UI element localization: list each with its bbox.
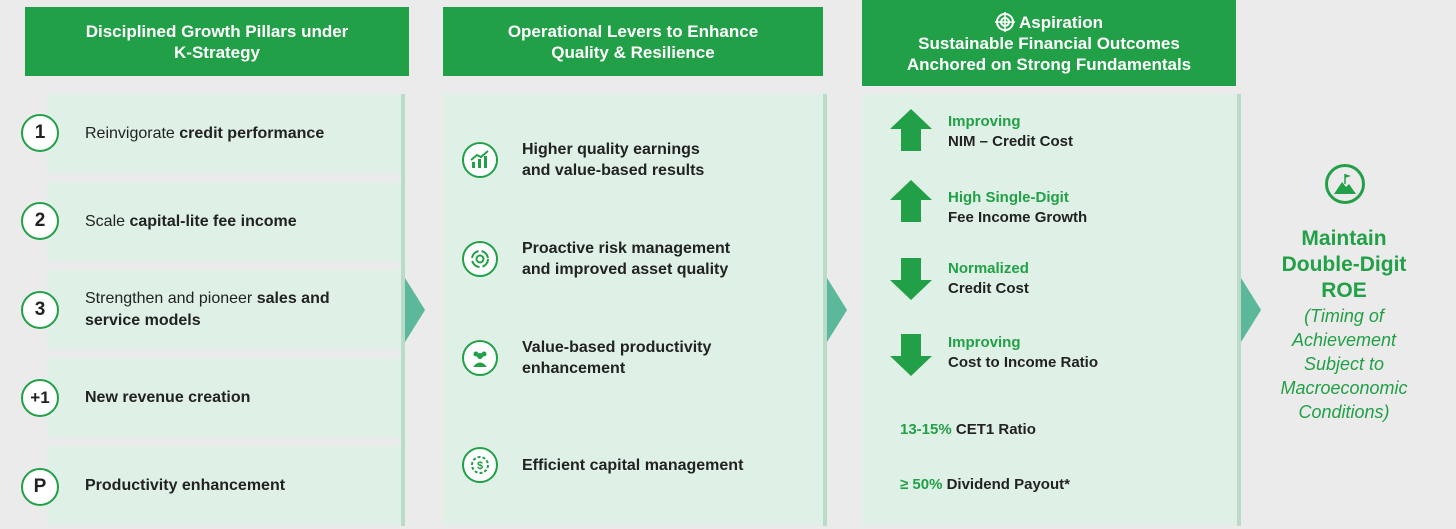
target-icon	[994, 12, 1015, 32]
risk-cycle-icon	[462, 241, 498, 277]
kpi-value: ≥ 50%	[900, 476, 943, 493]
outcome-note-line: Achievement	[1291, 330, 1397, 350]
aspiration-header: Aspiration Sustainable Financial Outcome…	[862, 0, 1236, 86]
pillar-number-badge: 2	[21, 202, 59, 240]
arrow-up-icon	[890, 109, 932, 151]
kpi-label: CET1 Ratio	[951, 421, 1036, 438]
pillar-item: Strengthen and pioneer sales and service…	[47, 270, 401, 350]
levers-panel	[443, 94, 823, 526]
aspiration-qualifier: Normalized	[948, 260, 1029, 277]
arrow-down-icon	[890, 258, 932, 300]
levers-header: Operational Levers to Enhance Quality & …	[443, 7, 823, 76]
aspiration-metric: Credit Cost	[948, 280, 1029, 297]
outcome: Maintain Double-Digit ROE (Timing of Ach…	[1258, 226, 1430, 424]
aspiration-item: Normalized Credit Cost	[948, 259, 1029, 299]
outcome-icon-wrap	[1325, 164, 1365, 204]
chevron-right-icon	[1237, 94, 1261, 526]
aspiration-qualifier: Improving	[948, 334, 1021, 351]
outcome-title-line: Double-Digit	[1281, 253, 1407, 276]
aspiration-title-row: Aspiration	[994, 12, 1104, 33]
pillar-text: Reinvigorate credit performance	[85, 125, 325, 142]
outcome-note-line: (Timing of	[1304, 306, 1384, 326]
levers-header-line2: Quality & Resilience	[551, 42, 715, 62]
pillar-text: Scale capital-lite fee income	[85, 213, 297, 230]
people-gear-icon	[462, 340, 498, 376]
aspiration-metric: Fee Income Growth	[948, 209, 1088, 226]
kpi-label: Dividend Payout*	[942, 476, 1070, 493]
pillar-item: Reinvigorate credit performance	[47, 94, 401, 174]
pillar-number-badge: +1	[21, 379, 59, 417]
arrow-down-icon	[890, 334, 932, 376]
aspiration-header-line2: Anchored on Strong Fundamentals	[906, 54, 1192, 74]
pillar-number-badge: 3	[21, 291, 59, 329]
aspiration-metric: NIM – Credit Cost	[948, 133, 1074, 150]
kpi-cet1: 13-15% CET1 Ratio	[900, 421, 1036, 438]
aspiration-panel	[862, 94, 1236, 526]
aspiration-qualifier: High Single-Digit	[948, 189, 1069, 206]
aspiration-item: Improving Cost to Income Ratio	[948, 333, 1098, 373]
outcome-note-line: Macroeconomic	[1280, 378, 1408, 398]
svg-text:$: $	[477, 460, 483, 472]
pillar-number-badge: P	[21, 468, 59, 506]
aspiration-item: Improving NIM – Credit Cost	[948, 112, 1073, 152]
outcome-title-line: Maintain	[1301, 227, 1387, 250]
pillar-text: Strengthen and pioneer sales and service…	[85, 290, 330, 329]
pillars-header-line1: Disciplined Growth Pillars under	[85, 21, 349, 41]
growth-chart-icon	[462, 142, 498, 178]
aspiration-title: Aspiration	[1018, 12, 1104, 32]
outcome-note-line: Subject to	[1303, 354, 1385, 374]
pillar-number-badge: 1	[21, 114, 59, 152]
aspiration-header-line1: Sustainable Financial Outcomes	[918, 33, 1180, 53]
pillar-item: Scale capital-lite fee income	[47, 182, 401, 262]
chevron-right-icon	[823, 94, 847, 526]
kpi-value: 13-15%	[900, 421, 952, 438]
kpi-dividend: ≥ 50% Dividend Payout*	[900, 476, 1070, 493]
pillar-item: New revenue creation	[47, 358, 401, 438]
outcome-note-line: Conditions)	[1298, 402, 1390, 422]
mountain-flag-icon	[1334, 174, 1356, 194]
pillar-item: Productivity enhancement	[47, 446, 401, 526]
dollar-gear-icon: $	[462, 447, 498, 483]
arrow-up-icon	[890, 180, 932, 222]
pillars-header-line2: K-Strategy	[174, 42, 260, 62]
outcome-title-line: ROE	[1321, 279, 1367, 302]
aspiration-item: High Single-Digit Fee Income Growth	[948, 188, 1087, 228]
lever-item: $ Efficient capital management	[462, 440, 743, 490]
lever-text: Efficient capital management	[522, 456, 744, 474]
levers-header-line1: Operational Levers to Enhance	[507, 21, 759, 41]
pillars-header: Disciplined Growth Pillars under K-Strat…	[25, 7, 409, 76]
chevron-right-icon	[401, 94, 425, 526]
pillar-text: Productivity enhancement	[85, 477, 286, 494]
aspiration-metric: Cost to Income Ratio	[948, 354, 1099, 371]
pillar-text: New revenue creation	[85, 389, 251, 406]
aspiration-qualifier: Improving	[948, 113, 1021, 130]
